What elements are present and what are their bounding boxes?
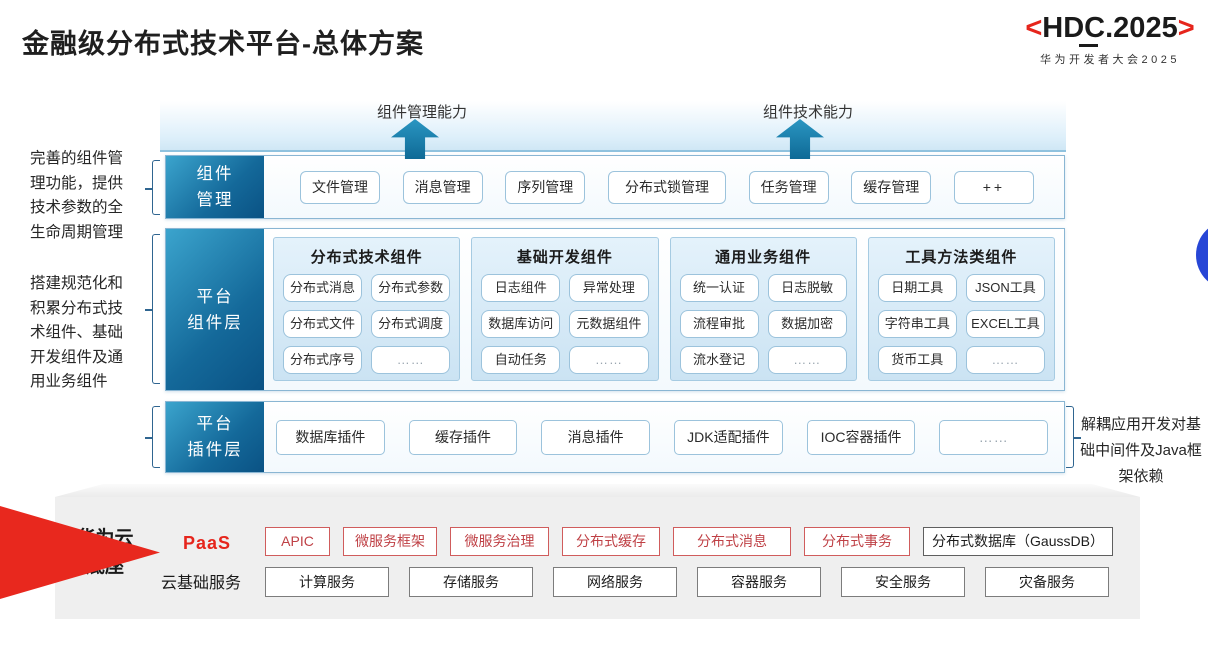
component-box: 分布式文件 (283, 310, 363, 338)
note-component-management: 完善的组件管理功能，提供技术参数的全生命周期管理 (30, 150, 124, 241)
arrow-label-technology: 组件技术能力 (763, 104, 854, 121)
component-box: 日期工具 (877, 274, 957, 302)
group-common-business: 通用业务组件 统一认证 日志脱敏 流程审批 数据加密 流水登记 …… (669, 237, 857, 381)
cloud-service-box: 存储服务 (409, 567, 533, 597)
component-box: 分布式调度 (371, 310, 451, 338)
plugin-box: 数据库插件 (276, 419, 385, 455)
plugin-items: 数据库插件 缓存插件 消息插件 JDK适配插件 IOC容器插件 …… (264, 402, 1064, 472)
component-box: 统一认证 (679, 274, 759, 302)
paas-box: 分布式事务 (804, 527, 910, 556)
plugin-box: 消息插件 (541, 419, 651, 455)
component-box: 货币工具 (877, 346, 957, 374)
plugin-box: IOC容器插件 (806, 419, 916, 455)
cloud-service-box: 网络服务 (553, 567, 677, 597)
hdc-logo: <HDC.2025> 华为开发者大会2025 (1020, 12, 1200, 67)
group-tool-methods: 工具方法类组件 日期工具 JSON工具 字符串工具 EXCEL工具 货币工具 …… (867, 237, 1055, 381)
platform-component-layer: 平台 组件层 分布式技术组件 分布式消息 分布式参数 分布式文件 分布式调度 分… (165, 228, 1065, 391)
paas-box: 微服务治理 (450, 527, 549, 556)
hdc-logo-wordmark: <HDC.2025> (1020, 12, 1200, 47)
right-bracket-row3 (1066, 406, 1081, 468)
plugin-box: 缓存插件 (408, 419, 518, 455)
component-box-more: …… (767, 346, 847, 374)
component-box: 分布式消息 (283, 274, 363, 302)
logo-subtitle: 华为开发者大会2025 (1040, 54, 1180, 66)
component-box: 日志脱敏 (767, 274, 847, 302)
component-management-layer: 组件 管理 文件管理 消息管理 序列管理 分布式锁管理 任务管理 缓存管理 ++ (165, 155, 1065, 219)
component-box-more: …… (569, 346, 649, 374)
component-box: 自动任务 (481, 346, 561, 374)
component-box: 流程审批 (679, 310, 759, 338)
paas-items: APIC 微服务框架 微服务治理 分布式缓存 分布式消息 分布式事务 分布式数据… (265, 527, 1113, 556)
arrow-label-management: 组件管理能力 (377, 104, 468, 121)
group-title: 分布式技术组件 (310, 249, 423, 266)
component-box: EXCEL工具 (965, 310, 1045, 338)
logo-c-underline (1079, 44, 1098, 47)
component-box: 元数据组件 (569, 310, 649, 338)
component-box: JSON工具 (965, 274, 1045, 302)
component-box-more: …… (965, 346, 1045, 374)
note-platform-components: 搭建规范化和积累分布式技术组件、基础开发组件及通用业务组件 (30, 275, 124, 390)
component-box: 分布式参数 (371, 274, 451, 302)
paas-label: PaaS (183, 533, 232, 553)
logo-right-bracket: > (1177, 12, 1195, 44)
paas-box: APIC (265, 527, 330, 556)
group-title: 工具方法类组件 (905, 249, 1018, 266)
huawei-cloud-foundation: 华为云 底座 PaaS 云基础服务 APIC 微服务框架 微服务治理 分布式缓存… (55, 497, 1140, 619)
component-box: 分布式序号 (283, 346, 363, 374)
cloud-service-box: 容器服务 (697, 567, 821, 597)
group-title: 通用业务组件 (715, 249, 812, 266)
paas-box: 分布式缓存 (562, 527, 660, 556)
component-box: 序列管理 (505, 170, 586, 204)
plugin-box: JDK适配插件 (674, 419, 783, 455)
component-box: 字符串工具 (877, 310, 957, 338)
component-management-items: 文件管理 消息管理 序列管理 分布式锁管理 任务管理 缓存管理 ++ (264, 156, 1064, 218)
component-box: 分布式锁管理 (607, 170, 726, 204)
cloud-service-box: 灾备服务 (985, 567, 1109, 597)
component-box: 异常处理 (569, 274, 649, 302)
paas-box: 分布式消息 (673, 527, 791, 556)
component-box: 数据库访问 (481, 310, 561, 338)
left-bracket-row2 (145, 234, 160, 384)
logo-brand-text: HDC.2025 (1042, 12, 1178, 44)
gradient-band (160, 101, 1066, 152)
left-bracket-row3 (145, 406, 160, 468)
layer-label-platform-components: 平台 组件层 (166, 229, 264, 390)
blue-circle-decoration (1196, 220, 1208, 290)
cloud-service-box: 安全服务 (841, 567, 965, 597)
component-box: 数据加密 (767, 310, 847, 338)
cloud-service-items: 计算服务 存储服务 网络服务 容器服务 安全服务 灾备服务 (265, 567, 1109, 597)
page-title: 金融级分布式技术平台-总体方案 (22, 29, 424, 59)
paas-db-box: 分布式数据库（GaussDB） (923, 527, 1113, 556)
cloud-service-box: 计算服务 (265, 567, 389, 597)
component-groups: 分布式技术组件 分布式消息 分布式参数 分布式文件 分布式调度 分布式序号 ……… (264, 229, 1064, 390)
component-box: 流水登记 (679, 346, 759, 374)
component-box-more: ++ (953, 170, 1034, 204)
left-bracket-row1 (145, 160, 160, 215)
note-plugin-layer: 解耦应用开发对基础中间件及Java框架依赖 (1080, 416, 1202, 485)
platform-bevel (55, 484, 1140, 497)
group-title: 基础开发组件 (516, 249, 613, 266)
component-box: 消息管理 (402, 170, 483, 204)
component-box: 日志组件 (481, 274, 561, 302)
group-basic-dev: 基础开发组件 日志组件 异常处理 数据库访问 元数据组件 自动任务 …… (471, 237, 659, 381)
cloud-services-label: 云基础服务 (161, 575, 242, 592)
layer-label-platform-plugins: 平台 插件层 (166, 402, 264, 472)
layer-label-component-management: 组件 管理 (166, 156, 264, 218)
paas-box: 微服务框架 (343, 527, 437, 556)
component-box-more: …… (371, 346, 451, 374)
component-box: 任务管理 (748, 170, 829, 204)
component-box: 缓存管理 (851, 170, 932, 204)
group-distributed-tech: 分布式技术组件 分布式消息 分布式参数 分布式文件 分布式调度 分布式序号 …… (273, 237, 461, 381)
logo-left-bracket: < (1025, 12, 1043, 44)
component-box: 文件管理 (300, 170, 380, 204)
plugin-box-more: …… (939, 419, 1049, 455)
platform-plugin-layer: 平台 插件层 数据库插件 缓存插件 消息插件 JDK适配插件 IOC容器插件 …… (165, 401, 1065, 473)
